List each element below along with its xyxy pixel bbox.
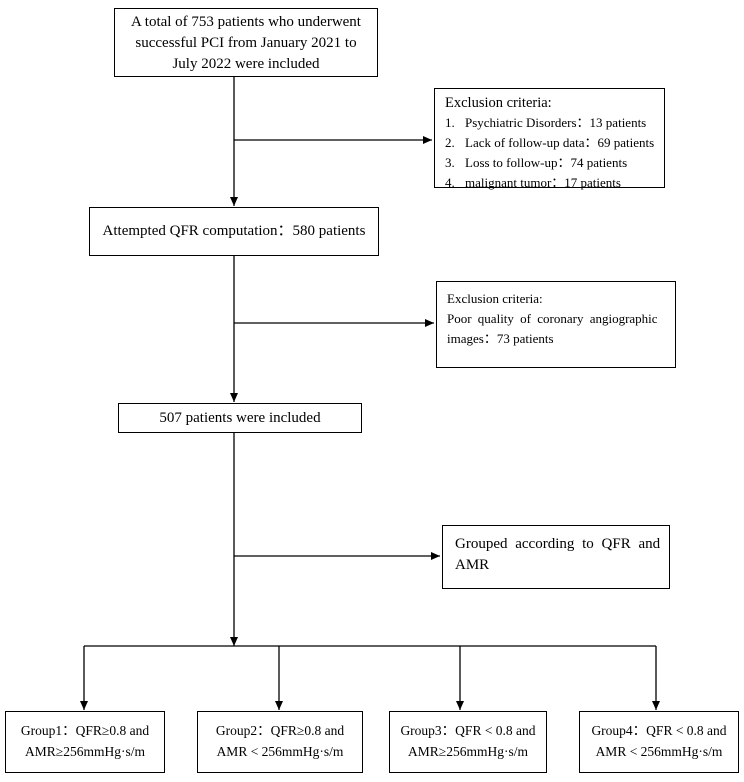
exclusion1-item: 4. malignant tumor：17 patients [445,173,656,193]
grouped-line-2: AMR [455,557,490,573]
top-box-line-3: July 2022 were included [172,56,320,72]
top-box-line-2: successful PCI from January 2021 to [135,35,357,51]
included-text: 507 patients were included [159,410,321,426]
group1-line-1: Group1：QFR≥0.8 and [20,723,150,738]
top-box: A total of 753 patients who underwent su… [114,8,378,77]
exclusion1-item-number: 2. [445,135,455,150]
qfr-computation-text: Attempted QFR computation：580 patients [102,223,366,239]
exclusion-box-1: Exclusion criteria: 1. Psychiatric Disor… [434,88,665,190]
group1-box: Group1：QFR≥0.8 and AMR≥256mmHg·s/m [5,711,165,773]
exclusion2-line-1: Poor quality of coronary angiographic [447,311,658,326]
group4-box: Group4：QFR < 0.8 and AMR < 256mmHg·s/m [579,711,739,773]
group4-line-1: Group4：QFR < 0.8 and [591,723,727,738]
exclusion1-item: 3. Loss to follow-up：74 patients [445,153,656,173]
exclusion2-line-2: images：73 patients [447,331,554,346]
exclusion1-item-number: 3. [445,155,455,170]
exclusion1-item: 1. Psychiatric Disorders：13 patients [445,113,656,133]
exclusion1-item: 2. Lack of follow-up data：69 patients [445,133,656,153]
grouped-box: Grouped according to QFR and AMR [442,525,670,589]
exclusion1-list: 1. Psychiatric Disorders：13 patients 2. … [445,113,656,193]
group4-line-2: AMR < 256mmHg·s/m [595,744,723,759]
group2-box: Group2：QFR≥0.8 and AMR < 256mmHg·s/m [197,711,363,773]
exclusion1-item-number: 4. [445,175,455,190]
grouped-line-1: Grouped according to QFR and [455,536,661,552]
group2-line-1: Group2：QFR≥0.8 and [215,723,345,738]
exclusion-box-2: Exclusion criteria: Poor quality of coro… [436,281,676,368]
group2-line-2: AMR < 256mmHg·s/m [216,744,344,759]
exclusion1-item-text: Loss to follow-up：74 patients [465,155,628,170]
qfr-computation-box: Attempted QFR computation：580 patients [89,207,379,256]
group3-line-1: Group3：QFR < 0.8 and [400,723,536,738]
group3-box: Group3：QFR < 0.8 and AMR≥256mmHg·s/m [389,711,547,773]
exclusion1-item-text: Psychiatric Disorders：13 patients [465,115,647,130]
exclusion1-item-text: malignant tumor：17 patients [465,175,621,190]
group3-line-2: AMR≥256mmHg·s/m [408,744,528,759]
included-box: 507 patients were included [118,403,362,433]
exclusion1-title: Exclusion criteria: [445,95,552,111]
exclusion1-item-number: 1. [445,115,455,130]
top-box-line-1: A total of 753 patients who underwent [131,14,361,30]
exclusion2-title: Exclusion criteria: [447,291,543,306]
group1-line-2: AMR≥256mmHg·s/m [25,744,145,759]
exclusion1-item-text: Lack of follow-up data：69 patients [465,135,655,150]
